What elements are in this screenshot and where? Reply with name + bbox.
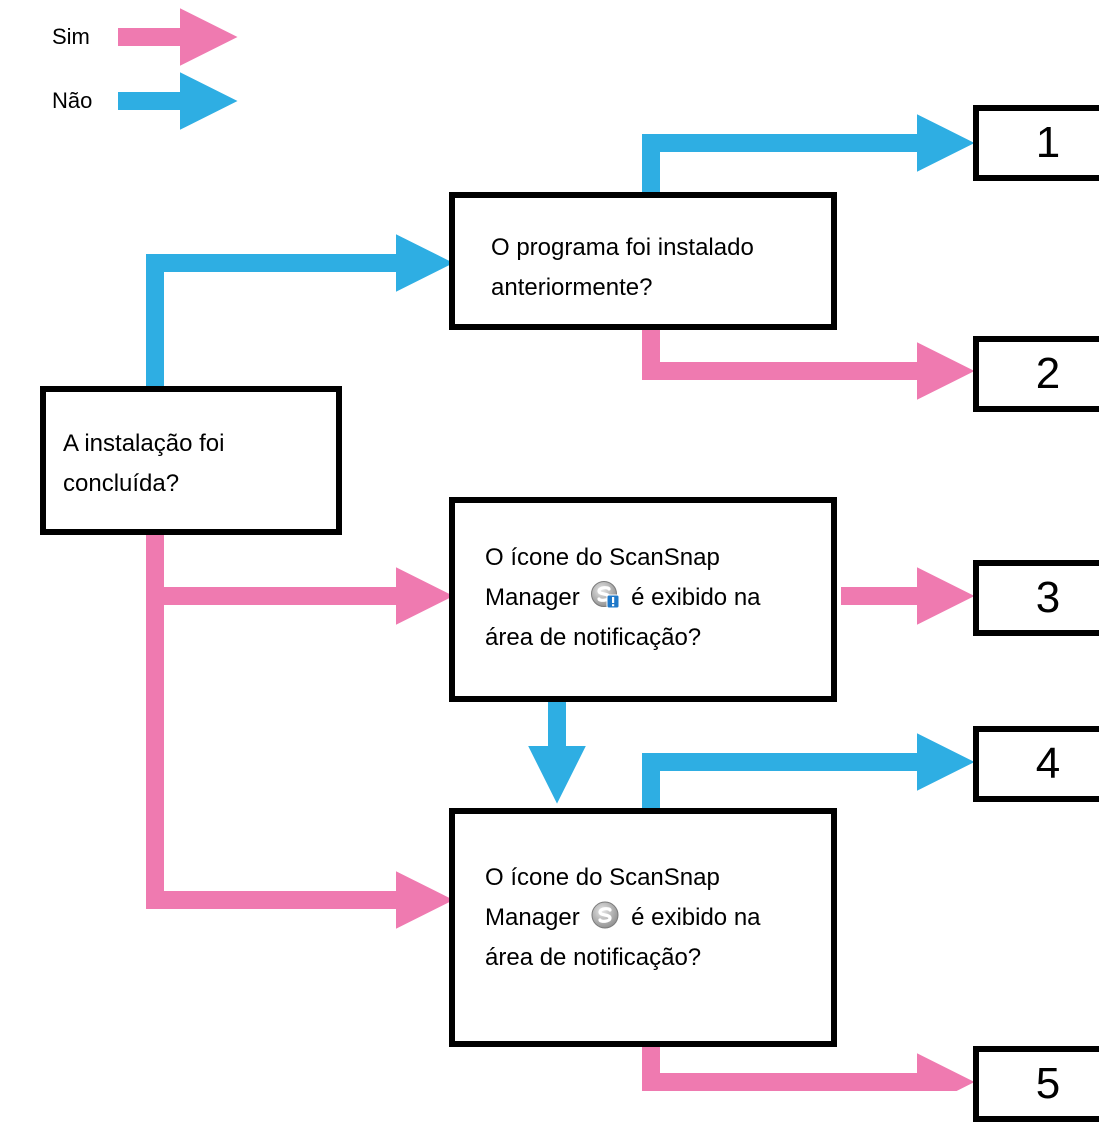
flowchart-connectors (118, 8, 975, 1091)
arrow-previous-no (642, 114, 975, 192)
question-text-part: é exibido na (631, 904, 761, 931)
question-box-installation-complete: A instalação foi concluída? (40, 386, 342, 535)
question-previously-installed: O programa foi instalado anteriormente? (491, 228, 754, 308)
question-line: O programa foi instalado (491, 234, 754, 261)
legend-yes-label: Sim (52, 24, 90, 49)
arrow-icon-normal-no (642, 733, 975, 808)
outcome-box-2: 2 (973, 336, 1099, 412)
arrow-install-no (146, 234, 454, 386)
question-box-icon-normal: O ícone do ScanSnap Manager é exibido na… (449, 808, 837, 1047)
arrow-icon-normal-yes (642, 1047, 975, 1091)
question-line: O ícone do ScanSnap (485, 864, 720, 891)
question-box-previously-installed: O programa foi instalado anteriormente? (449, 192, 837, 330)
legend-no-label: Não (52, 88, 93, 113)
question-text-part: Manager (485, 904, 580, 931)
question-installation-complete: A instalação foi concluída? (63, 424, 224, 504)
question-line: concluída? (63, 470, 180, 497)
question-line: Manager é exibido na (485, 898, 761, 938)
question-line: A instalação foi (63, 430, 225, 457)
question-line: Manager é exibido na (485, 578, 761, 618)
question-line: anteriormente? (491, 274, 653, 301)
question-line: área de notificação? (485, 944, 702, 971)
outcome-box-5: 5 (973, 1046, 1099, 1122)
question-text-part: Manager (485, 584, 580, 611)
question-box-icon-warning: O ícone do ScanSnap Manager é exibido na… (449, 497, 837, 702)
arrow-previous-yes (642, 330, 975, 400)
question-line: O ícone do ScanSnap (485, 544, 720, 571)
outcome-box-1: 1 (973, 105, 1099, 181)
outcome-box-4: 4 (973, 726, 1099, 802)
question-icon-warning: O ícone do ScanSnap Manager é exibido na… (485, 538, 761, 658)
scansnap-manager-icon (591, 901, 619, 929)
question-text-part: é exibido na (631, 584, 761, 611)
arrow-install-yes-to-icon-normal (146, 535, 454, 929)
question-line: área de notificação? (485, 624, 702, 651)
outcome-box-3: 3 (973, 560, 1099, 636)
scansnap-manager-warning-icon (591, 581, 620, 609)
question-icon-normal: O ícone do ScanSnap Manager é exibido na… (485, 858, 761, 978)
